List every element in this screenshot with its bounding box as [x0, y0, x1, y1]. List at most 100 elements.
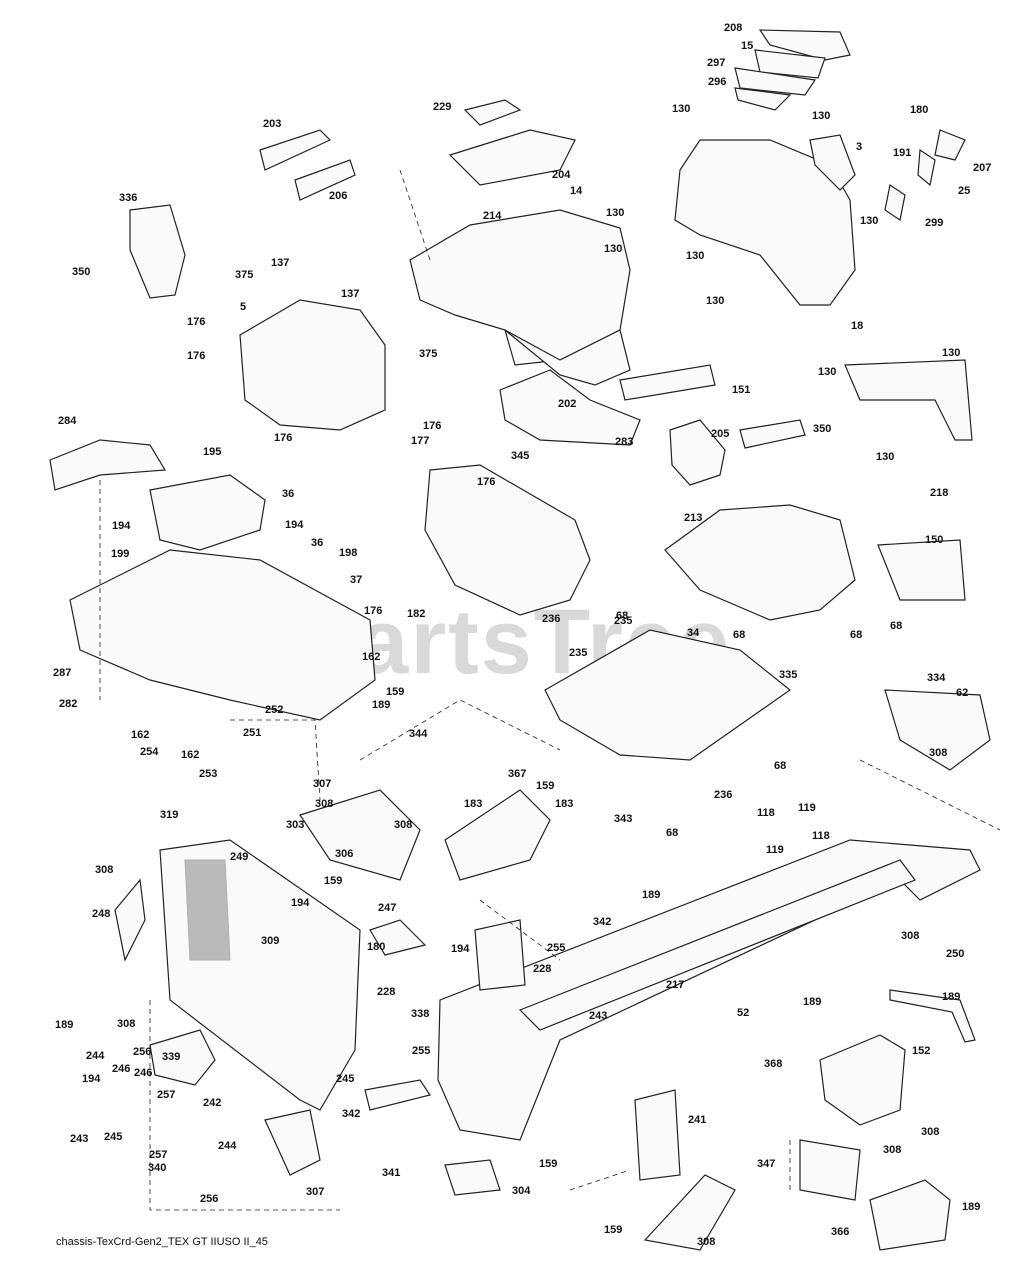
- part-number-label: 137: [341, 288, 360, 300]
- part-number-label: 256: [200, 1193, 219, 1205]
- part-number-label: 3: [856, 141, 863, 153]
- part-number-label: 177: [411, 435, 430, 447]
- part-number-label: 339: [162, 1051, 181, 1063]
- part-number-label: 218: [930, 487, 949, 499]
- part-number-label: 130: [860, 215, 879, 227]
- part-number-label: 249: [230, 851, 249, 863]
- part-number-label: 255: [412, 1045, 431, 1057]
- part-number-label: 119: [798, 802, 816, 814]
- part-number-label: 176: [477, 476, 496, 488]
- plate-342a: [474, 919, 526, 991]
- part-number-label: 182: [407, 608, 426, 620]
- part-number-label: 304: [512, 1185, 531, 1197]
- part-number-label: 203: [263, 118, 282, 130]
- part-number-label: 236: [714, 789, 733, 801]
- part-number-label: 242: [203, 1097, 222, 1109]
- part-number-label: 308: [394, 819, 413, 831]
- cover-307: [869, 1179, 951, 1251]
- bracket-25: [917, 148, 936, 187]
- part-number-label: 202: [558, 398, 577, 410]
- part-number-label: 14: [570, 185, 583, 197]
- front-grille-housing: [674, 139, 856, 306]
- part-number-label: 228: [377, 986, 396, 998]
- bracket-151: [844, 359, 973, 441]
- part-number-label: 245: [336, 1073, 355, 1085]
- assembly-line: [479, 899, 561, 961]
- part-number-label: 243: [70, 1133, 89, 1145]
- part-number-label: 306: [335, 848, 354, 860]
- part-number-label: 130: [942, 347, 961, 359]
- part-number-label: 191: [893, 147, 912, 159]
- plate-367: [444, 789, 551, 881]
- part-number-label: 296: [708, 76, 727, 88]
- assembly-line: [230, 719, 321, 801]
- lens-205: [739, 419, 806, 449]
- part-number-label: 118: [812, 830, 830, 842]
- part-number-label: 250: [946, 948, 965, 960]
- bracket-347: [444, 1159, 501, 1196]
- part-number-label: 308: [921, 1126, 940, 1138]
- part-number-label: 195: [203, 446, 222, 458]
- part-number-label: 308: [117, 1018, 136, 1030]
- part-number-label: 183: [555, 798, 574, 810]
- part-number-label: 297: [707, 57, 726, 69]
- part-number-label: 251: [243, 727, 262, 739]
- bracket-319: [114, 878, 146, 962]
- part-number-label: 199: [111, 548, 130, 560]
- part-number-label: 68: [616, 610, 629, 622]
- part-number-label: 194: [291, 897, 310, 909]
- part-number-label: 159: [536, 780, 555, 792]
- part-number-label: 176: [187, 350, 206, 362]
- part-number-label: 68: [733, 629, 746, 641]
- part-number-label: 336: [119, 192, 138, 204]
- part-number-label: 343: [614, 813, 633, 825]
- part-number-label: 248: [92, 908, 111, 920]
- dash-strip-206: [294, 159, 356, 201]
- assembly-line: [359, 699, 561, 761]
- part-number-label: 130: [876, 451, 895, 463]
- part-number-label: 194: [82, 1073, 101, 1085]
- top-plate-297: [734, 67, 817, 96]
- part-number-label: 176: [364, 605, 383, 617]
- assembly-line: [859, 759, 1001, 831]
- plate-342b: [634, 1089, 681, 1181]
- part-number-label: 257: [157, 1089, 176, 1101]
- dash-panel: [239, 299, 386, 431]
- assembly-line: [149, 1000, 340, 1211]
- rear-grate: [184, 859, 231, 961]
- part-number-label: 180: [367, 941, 386, 953]
- part-number-label: 189: [55, 1019, 74, 1031]
- part-number-label: 246: [112, 1063, 131, 1075]
- shroud-182: [424, 464, 591, 616]
- part-number-label: 159: [386, 686, 405, 698]
- part-number-label: 235: [569, 647, 588, 659]
- part-number-label: 308: [697, 1236, 716, 1248]
- grille-insert-202: [619, 364, 716, 401]
- part-number-label: 335: [779, 669, 798, 681]
- part-number-label: 244: [218, 1140, 237, 1152]
- part-number-label: 194: [285, 519, 304, 531]
- part-number-label: 194: [112, 520, 131, 532]
- top-plate-15: [754, 49, 826, 79]
- bracket-247: [369, 919, 427, 956]
- part-number-label: 68: [850, 629, 863, 641]
- part-number-label: 256: [133, 1046, 152, 1058]
- part-number-label: 52: [737, 1007, 750, 1019]
- part-number-label: 130: [706, 295, 725, 307]
- part-number-label: 245: [104, 1131, 123, 1143]
- part-number-label: 159: [324, 875, 343, 887]
- part-number-label: 151: [732, 384, 751, 396]
- part-number-label: 198: [339, 547, 358, 559]
- part-number-label: 244: [86, 1050, 105, 1062]
- part-number-label: 287: [53, 667, 72, 679]
- hood-inner-panel: [504, 329, 631, 386]
- part-number-label: 205: [711, 428, 730, 440]
- dash-strip: [259, 129, 332, 171]
- part-number-label: 130: [606, 207, 625, 219]
- part-number-label: 340: [148, 1162, 167, 1174]
- part-number-label: 299: [925, 217, 944, 229]
- part-number-label: 162: [181, 749, 200, 761]
- part-number-label: 130: [818, 366, 837, 378]
- top-plate-296: [734, 87, 792, 111]
